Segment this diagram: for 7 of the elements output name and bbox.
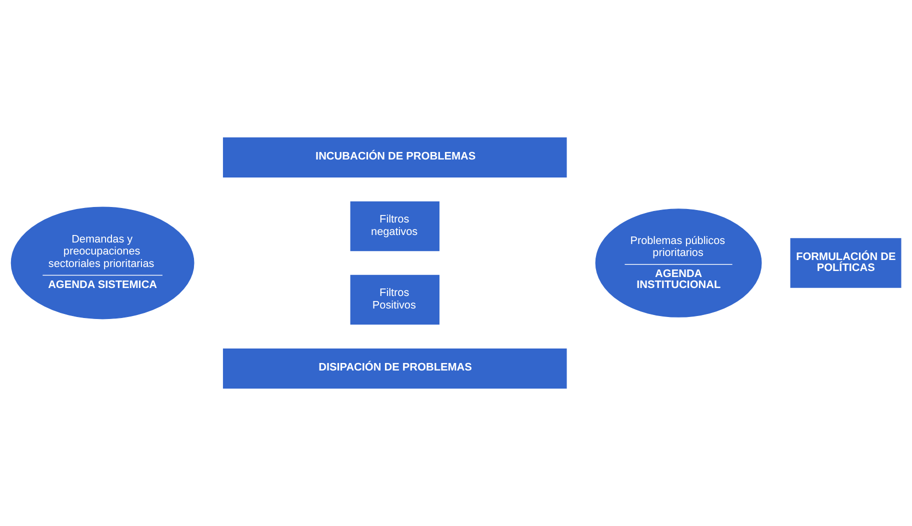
node-ellipse: Problemas públicos prioritarios AGENDA INSTITUCIONAL (595, 208, 762, 318)
node-box: Filtros Positivos (350, 274, 440, 325)
node-box: FORMULACIÓN DE POLÍTICAS (790, 238, 902, 288)
node-box: Filtros negativos (350, 201, 440, 252)
node-box: INCUBACIÓN DE PROBLEMAS (222, 137, 567, 178)
node-ellipse: Demandas y preocupaciones sectoriales prioritarias AGENDA SISTEMICA (10, 206, 194, 320)
node-box: DISIPACIÓN DE PROBLEMAS (222, 348, 567, 389)
